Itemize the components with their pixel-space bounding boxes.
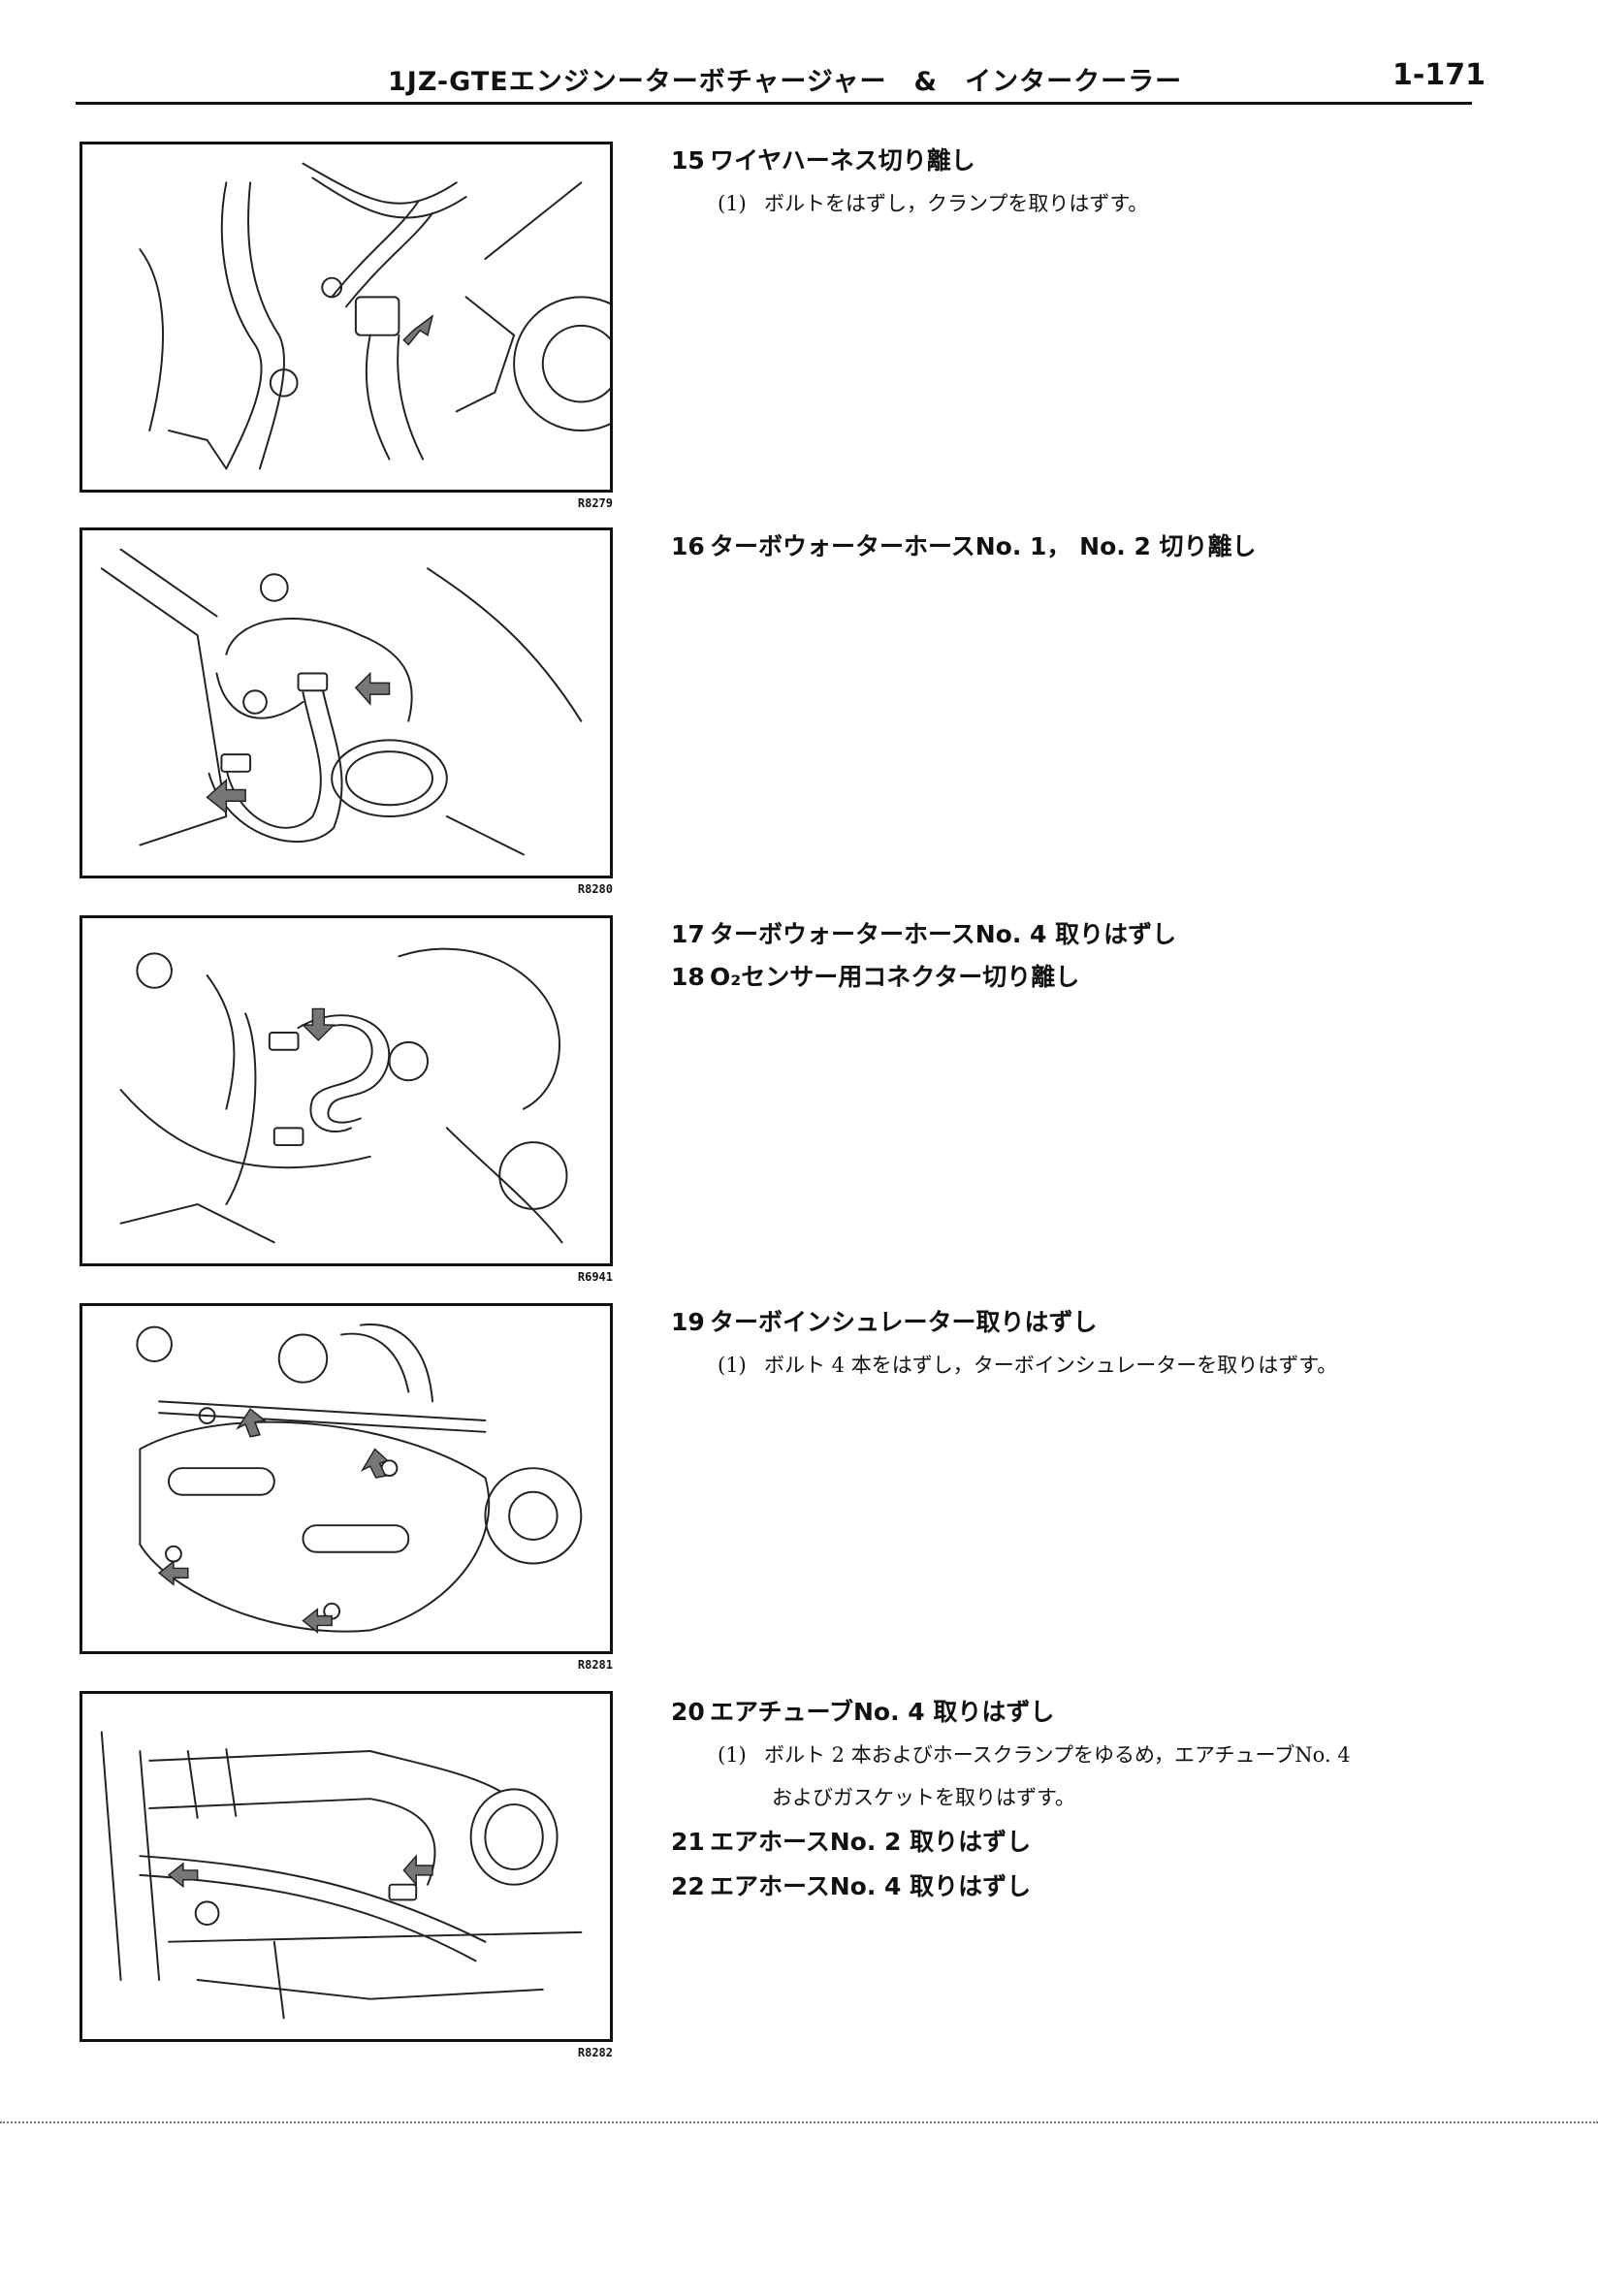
figure-code: R6941 (577, 1270, 613, 1284)
figure-code: R8280 (577, 882, 613, 896)
step-title: ターボウォーターホースNo. 1， No. 2 切り離し (710, 532, 1257, 560)
figure-wire-harness-illustration (80, 142, 613, 493)
step-number: 21 (671, 1828, 705, 1856)
step-number: 22 (671, 1872, 705, 1900)
substep-number: (1) (718, 1743, 747, 1767)
step-number: 19 (671, 1308, 705, 1336)
substep-number: (1) (718, 192, 747, 215)
figure-water-hose-no4-illustration (80, 915, 613, 1266)
step-number: 16 (671, 532, 705, 560)
step-number: 17 (671, 920, 705, 948)
figure-turbo-insulator-illustration (80, 1303, 613, 1654)
substep-20-1-continuation: およびガスケットを取りはずす。 (772, 1786, 1075, 1809)
figure-code: R8282 (577, 2046, 613, 2059)
step-title: O₂センサー用コネクター切り離し (710, 963, 1080, 991)
substep-text: ボルトをはずし，クランプを取りはずす。 (764, 192, 1149, 215)
step-title: ターボインシュレーター取りはずし (710, 1308, 1098, 1336)
substep-19-1: (1) ボルト 4 本をはずし，ターボインシュレーターを取りはずす。 (718, 1350, 1337, 1379)
substep-number: (1) (718, 1354, 747, 1377)
step-number: 20 (671, 1698, 705, 1726)
substep-20-1: (1) ボルト 2 本およびホースクランプをゆるめ，エアチューブNo. 4 (718, 1739, 1351, 1769)
page-number: 1-171 (1392, 58, 1486, 92)
substep-text: ボルト 2 本およびホースクランプをゆるめ，エアチューブNo. 4 (764, 1743, 1351, 1767)
step-title: ワイヤハーネス切り離し (710, 146, 975, 175)
step-number: 18 (671, 963, 705, 991)
page-header-title: 1JZ-GTEエンジンーターボチャージャー & インタークーラー (388, 67, 1183, 97)
step-title: エアホースNo. 4 取りはずし (710, 1872, 1032, 1900)
substep-text: ボルト 4 本をはずし，ターボインシュレーターを取りはずす。 (764, 1354, 1338, 1377)
substep-15-1: (1) ボルトをはずし，クランプを取りはずす。 (718, 188, 1148, 217)
figure-code: R8281 (577, 1658, 613, 1672)
bottom-dotted-divider (0, 2121, 1598, 2123)
figure-turbo-water-hose-illustration (80, 527, 613, 878)
figure-code: R8279 (577, 496, 613, 510)
header-divider (76, 102, 1472, 105)
step-title: エアホースNo. 2 取りはずし (710, 1828, 1032, 1856)
figure-air-tube-illustration (80, 1691, 613, 2042)
step-title: ターボウォーターホースNo. 4 取りはずし (710, 920, 1177, 948)
step-title: エアチューブNo. 4 取りはずし (710, 1698, 1055, 1726)
step-number: 15 (671, 146, 705, 175)
